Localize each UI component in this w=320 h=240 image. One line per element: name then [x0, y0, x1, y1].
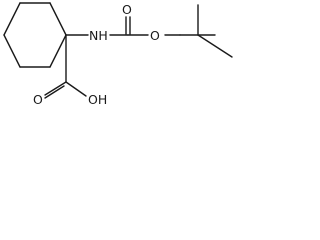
tert-butyl-group — [179, 4, 233, 58]
carboxyl-carbonyl-o-label: O — [33, 92, 43, 107]
structure-canvas: NH O O O OH — [0, 0, 241, 142]
carbamate-carbonyl-o-label: O — [122, 2, 132, 17]
amine-nh-label: NH — [89, 28, 108, 43]
ester-o-label: O — [150, 28, 160, 43]
structural-formula: NH O O O OH — [3, 2, 233, 107]
carboxyl-carbonyl-double-bond — [44, 81, 67, 99]
bond-carboxyl-c-oh — [65, 81, 87, 97]
cyclohexane-ring — [3, 2, 67, 68]
carboxyl-oh-label: OH — [88, 92, 107, 107]
carbamate-carbonyl-double-bond — [125, 16, 131, 35]
